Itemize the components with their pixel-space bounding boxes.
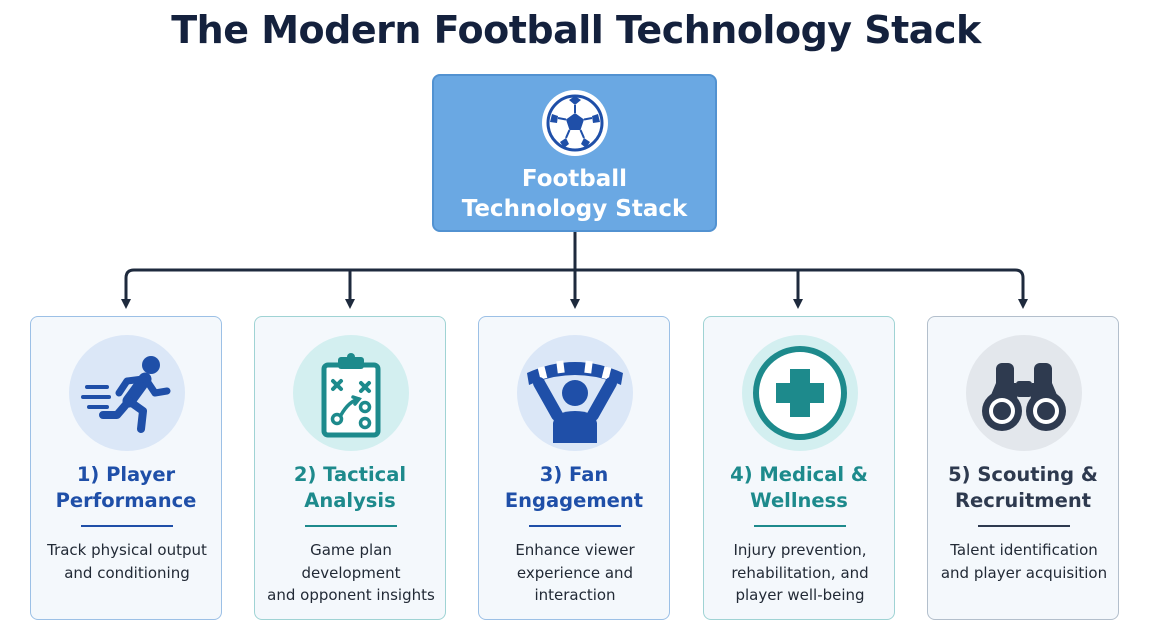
title-underline bbox=[529, 525, 621, 527]
card-description: Injury prevention, rehabilitation, and p… bbox=[710, 539, 890, 607]
card-medical-wellness: 4) Medical & Wellness Injury prevention,… bbox=[703, 316, 895, 620]
card-scouting-recruitment: 5) Scouting & Recruitment Talent identif… bbox=[927, 316, 1119, 620]
card-tactical-analysis: 2) Tactical Analysis Game plan developme… bbox=[254, 316, 446, 620]
card-desc-line2: rehabilitation, and bbox=[731, 563, 869, 582]
root-label-line2: Technology Stack bbox=[461, 196, 688, 222]
tactics-clipboard-icon bbox=[321, 353, 381, 438]
card-desc-line1: Game plan development bbox=[301, 541, 401, 582]
card-title: 3) Fan Engagement bbox=[479, 462, 669, 514]
running-player-icon bbox=[81, 356, 171, 433]
card-title-line2: Engagement bbox=[504, 489, 644, 512]
title-underline bbox=[754, 525, 846, 527]
card-description: Game plan development and opponent insig… bbox=[261, 539, 441, 607]
card-description: Enhance viewer experience and interactio… bbox=[485, 539, 665, 607]
title-underline bbox=[81, 525, 173, 527]
card-desc-line2: experience and bbox=[516, 563, 634, 582]
title-underline bbox=[305, 525, 397, 527]
icon-circle bbox=[517, 335, 633, 451]
card-description: Track physical output and conditioning bbox=[37, 539, 217, 584]
card-title-line2: Analysis bbox=[304, 489, 396, 512]
card-fan-engagement: 3) Fan Engagement Enhance viewer experie… bbox=[478, 316, 670, 620]
card-title-line2: Recruitment bbox=[954, 489, 1092, 512]
card-desc-line2: and player acquisition bbox=[940, 563, 1108, 582]
medical-cross-icon bbox=[753, 346, 847, 440]
card-title: 4) Medical & Wellness bbox=[704, 462, 894, 514]
card-desc-line1: Talent identification bbox=[950, 541, 1098, 559]
card-desc-line1: Injury prevention, bbox=[733, 541, 867, 559]
card-desc-line3: interaction bbox=[534, 586, 616, 604]
card-title-line1: 2) Tactical bbox=[293, 463, 407, 486]
card-desc-line3: player well-being bbox=[735, 586, 865, 604]
root-label: Football Technology Stack bbox=[434, 164, 715, 224]
card-desc-line1: Enhance viewer bbox=[515, 541, 635, 559]
root-node: Football Technology Stack bbox=[432, 74, 717, 232]
card-title: 2) Tactical Analysis bbox=[255, 462, 445, 514]
icon-circle bbox=[69, 335, 185, 451]
page-title: The Modern Football Technology Stack bbox=[171, 8, 981, 52]
card-title: 1) Player Performance bbox=[31, 462, 221, 514]
card-desc-line2: and opponent insights bbox=[267, 586, 435, 604]
card-player-performance: 1) Player Performance Track physical out… bbox=[30, 316, 222, 620]
card-description: Talent identification and player acquisi… bbox=[934, 539, 1114, 584]
icon-circle bbox=[966, 335, 1082, 451]
title-underline bbox=[978, 525, 1070, 527]
card-title-line2: Wellness bbox=[750, 489, 848, 512]
icon-circle bbox=[293, 335, 409, 451]
soccer-ball-icon bbox=[542, 90, 608, 156]
card-title-line1: 4) Medical & bbox=[730, 463, 868, 486]
icon-circle bbox=[742, 335, 858, 451]
card-title-line1: 1) Player bbox=[76, 463, 176, 486]
card-title-line1: 3) Fan bbox=[539, 463, 609, 486]
root-label-line1: Football bbox=[521, 166, 628, 192]
card-title-line2: Performance bbox=[55, 489, 197, 512]
card-title-line1: 5) Scouting & bbox=[948, 463, 1098, 486]
card-desc-line2: and conditioning bbox=[64, 563, 190, 582]
binoculars-icon bbox=[982, 363, 1066, 431]
card-title: 5) Scouting & Recruitment bbox=[928, 462, 1118, 514]
cheering-fan-scarf-icon bbox=[527, 360, 623, 443]
card-desc-line1: Track physical output bbox=[47, 541, 207, 559]
